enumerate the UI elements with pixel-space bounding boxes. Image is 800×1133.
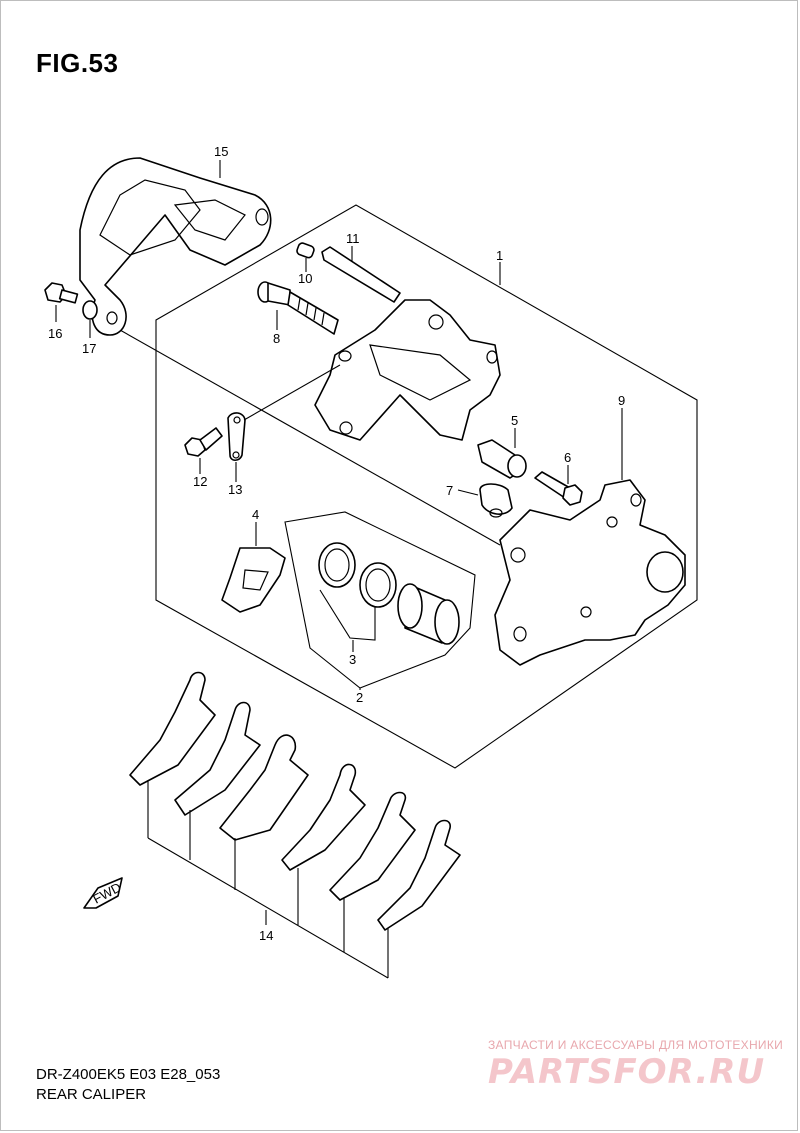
cap-10-part: [296, 242, 315, 259]
section-name: REAR CALIPER: [36, 1086, 147, 1103]
callout-13: 13: [228, 482, 242, 497]
callout-6: 6: [564, 450, 571, 465]
watermark-text: ЗАПЧАСТИ И АКСЕССУАРЫ ДЛЯ МОТОТЕХНИКИ: [488, 1038, 784, 1052]
callout-5: 5: [511, 413, 518, 428]
caliper-body-part: [314, 299, 501, 441]
figure-title: FIG.53: [36, 48, 119, 78]
pad-spring-4-part: [221, 547, 286, 613]
callout-17: 17: [82, 341, 96, 356]
bleeder-12-part: [184, 427, 223, 457]
callout-12: 12: [193, 474, 207, 489]
callout-9: 9: [618, 393, 625, 408]
forward-direction-marker: FWD: [83, 877, 124, 909]
leader-7: [457, 489, 479, 496]
callout-4: 4: [252, 507, 259, 522]
callout-7: 7: [446, 483, 453, 498]
leader-13-1: [243, 364, 341, 421]
callout-8: 8: [273, 331, 280, 346]
callout-11: 11: [346, 231, 360, 246]
pin-6-part: [534, 471, 583, 506]
callout-1: 1: [496, 248, 503, 263]
washer-17-part: [82, 300, 98, 320]
boot-7-part: [479, 483, 513, 518]
piston-2-part: [397, 583, 460, 645]
bolt-16-part: [44, 282, 79, 304]
hose-guard-part: [79, 157, 272, 336]
callout-3: 3: [349, 652, 356, 667]
model-code: DR-Z400EK5 E03 E28_053: [36, 1066, 221, 1083]
pin-11-part: [321, 246, 401, 303]
plate-13-part: [227, 412, 246, 462]
bushing-5-part: [477, 439, 527, 479]
seal-subgroup-outline: [319, 589, 376, 641]
callout-10: 10: [298, 271, 312, 286]
callout-16: 16: [48, 326, 62, 341]
piston-group-outline: [284, 511, 476, 689]
callout-15: 15: [214, 144, 228, 159]
bolt-8-part: [257, 281, 339, 335]
watermark-logo: PARTSFOR.RU: [488, 1052, 766, 1092]
callout-14: 14: [259, 928, 273, 943]
brake-pads-14-part: [129, 671, 461, 979]
caliper-assembly-outline: [155, 204, 698, 769]
callout-2: 2: [356, 690, 363, 705]
bracket-leader: [119, 329, 501, 546]
caliper-bracket-part: [494, 479, 686, 666]
